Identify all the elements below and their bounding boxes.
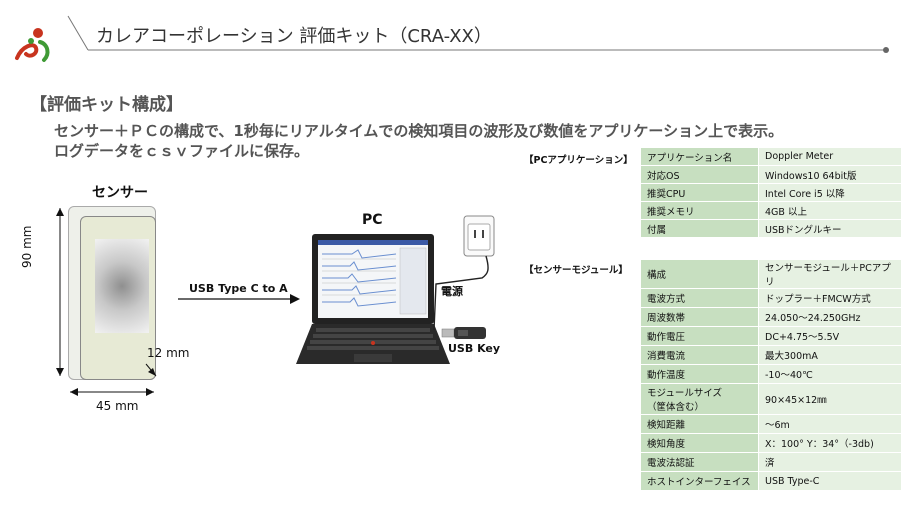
- sensor-module-key-cell: 周波数帯: [640, 307, 759, 327]
- sensor-module-row: 消費電流最大300mA: [640, 345, 902, 365]
- sensor-module-value-cell: 済: [758, 452, 902, 472]
- sensor-module-value-cell: USB Type-C: [758, 471, 902, 491]
- pc-app-key-cell: 対応OS: [640, 165, 759, 184]
- sensor-module-key-cell: 検知距離: [640, 414, 759, 434]
- sensor-module-value-cell: 最大300mA: [758, 345, 902, 365]
- sensor-module-row: 動作温度-10～40℃: [640, 364, 902, 384]
- sensor-module-row: 電波方式ドップラー＋FMCW方式: [640, 288, 902, 308]
- usb-key-label: USB Key: [448, 342, 501, 355]
- power-adapter-icon: [433, 215, 495, 330]
- description-line-1: センサー＋ＰＣの構成で、1秒毎にリアルタイムでの検知項目の波形及び数値をアプリケ…: [54, 122, 784, 140]
- sensor-body: [80, 216, 156, 380]
- sensor-module-key-cell: 電波方式: [640, 288, 759, 308]
- sensor-module-key-cell: 消費電流: [640, 345, 759, 365]
- sensor-module-value-cell: -10～40℃: [758, 364, 902, 384]
- pc-app-heading: 【PCアプリケーション】: [524, 155, 633, 166]
- pc-app-key-cell: 推奨CPU: [640, 183, 759, 202]
- sensor-module-value-cell: ～6m: [758, 414, 902, 434]
- sensor-module-value-cell: X：100° Y：34°（-3db): [758, 433, 902, 453]
- sensor-module-key-cell: 動作電圧: [640, 326, 759, 346]
- sensor-module-row: 構成センサーモジュール＋PCアプリ: [640, 259, 902, 289]
- pc-app-key-cell: 推奨メモリ: [640, 201, 759, 220]
- cable-label: USB Type C to A: [189, 282, 288, 295]
- sensor-module-value-cell: 90×45×12㎜: [758, 383, 902, 415]
- logo: [14, 24, 54, 64]
- sensor-label: センサー: [92, 185, 148, 201]
- sensor-module-heading: 【センサーモジュール】: [524, 265, 628, 276]
- pc-app-value-cell: USBドングルキー: [758, 219, 902, 238]
- sensor-module-row: 電波法認証済: [640, 452, 902, 472]
- pc-app-value-cell: Windows10 64bit版: [758, 165, 902, 184]
- sensor-module-value-cell: ドップラー＋FMCW方式: [758, 288, 902, 308]
- sensor-module-key-cell: モジュールサイズ （筐体含む）: [640, 383, 759, 415]
- cable-arrow: [178, 294, 300, 304]
- page-title: カレアコーポレーション 評価キット（CRA-XX）: [96, 26, 492, 47]
- sensor-module-row: 検知距離～6m: [640, 414, 902, 434]
- pc-app-value-cell: 4GB 以上: [758, 201, 902, 220]
- sensor-module-key-cell: 電波法認証: [640, 452, 759, 472]
- pc-app-value-cell: Doppler Meter: [758, 147, 902, 166]
- width-dimension: 45 mm: [96, 399, 139, 413]
- sensor-module-value-cell: 24.050～24.250GHz: [758, 307, 902, 327]
- section-heading: 【評価キット構成】: [30, 95, 183, 115]
- pc-label: PC: [362, 212, 383, 228]
- sensor-module-row: モジュールサイズ （筐体含む）90×45×12㎜: [640, 383, 902, 415]
- pc-app-key-cell: アプリケーション名: [640, 147, 759, 166]
- sensor-module-key-cell: 動作温度: [640, 364, 759, 384]
- sensor-module-key-cell: 検知角度: [640, 433, 759, 453]
- pc-app-value-cell: Intel Core i5 以降: [758, 183, 902, 202]
- sensor-module-value-cell: センサーモジュール＋PCアプリ: [758, 259, 902, 289]
- description-line-2: ログデータをｃｓｖファイルに保存。: [54, 142, 310, 160]
- sensor-dimension-lines: [56, 208, 157, 396]
- depth-dimension: 12 mm: [147, 346, 190, 360]
- company-logo-icon: [15, 28, 50, 62]
- height-dimension: 90 mm: [20, 225, 34, 268]
- usb-key-icon: [441, 327, 486, 339]
- header-rule: [67, 15, 889, 53]
- sensor-window: [95, 239, 149, 333]
- pc-app-key-cell: 付属: [640, 219, 759, 238]
- sensor-module-value-cell: DC+4.75～5.5V: [758, 326, 902, 346]
- sensor-module-key-cell: 構成: [640, 259, 759, 289]
- power-label: 電源: [441, 285, 463, 298]
- laptop-icon: [296, 234, 450, 364]
- sensor-module-key-cell: ホストインターフェイス: [640, 471, 759, 491]
